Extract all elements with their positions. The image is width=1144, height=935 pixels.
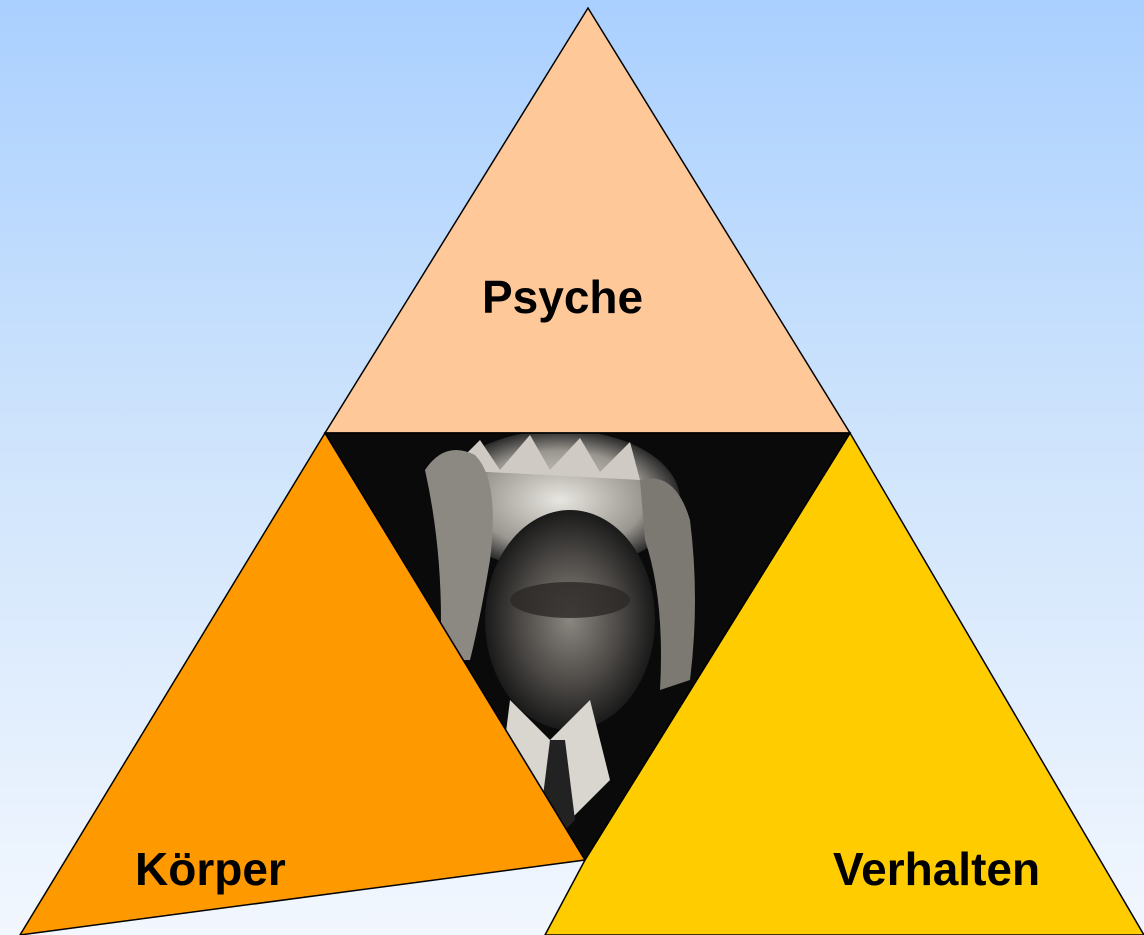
psyche-triangle [323,6,852,434]
psyche-label: Psyche [482,271,644,323]
verhalten-label: Verhalten [833,843,1041,895]
koerper-label: Körper [135,843,286,895]
